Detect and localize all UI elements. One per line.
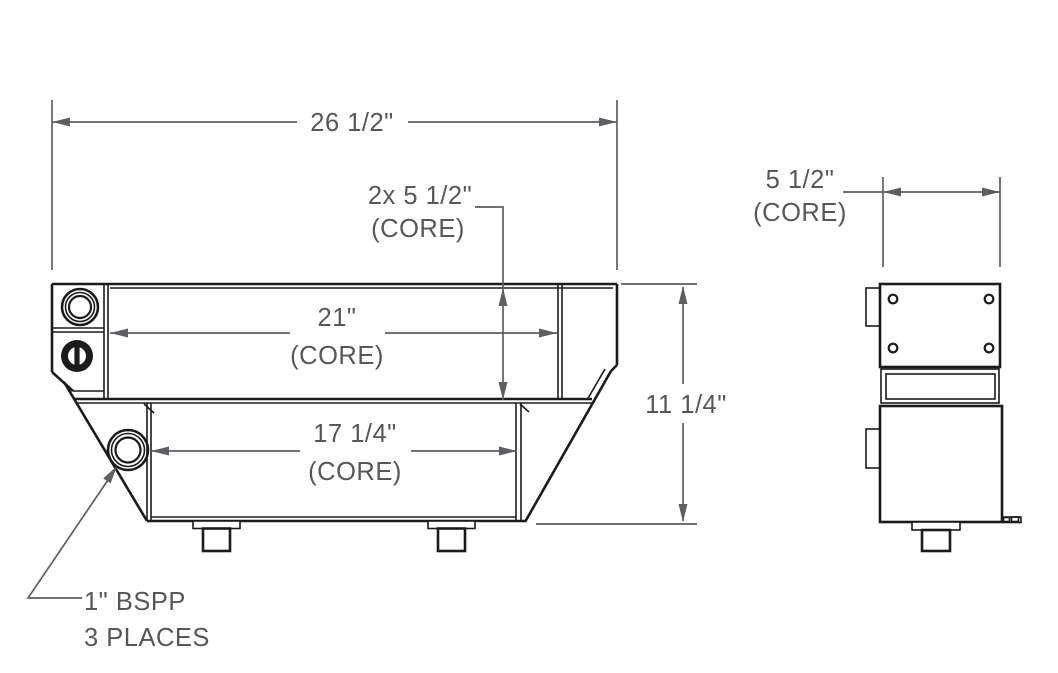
- dim-text-lower-core-width: 17 1/4": [313, 420, 396, 448]
- side-foot-block: [920, 528, 952, 553]
- arrowhead-up: [498, 288, 508, 306]
- tank-left-chamfer: [51, 371, 74, 392]
- side-top-plate: [878, 282, 1002, 369]
- arrowhead-down: [498, 382, 508, 400]
- side-view: [865, 282, 1022, 553]
- dim-text-upper-core-width: 21": [318, 304, 357, 332]
- arrowhead-right: [982, 187, 1000, 197]
- dim-lower-core-width: 17 1/4" (CORE): [151, 420, 517, 486]
- bolt-hole-3: [887, 342, 899, 354]
- bolt-hole-4: [983, 342, 995, 354]
- arrowhead-left: [883, 187, 901, 197]
- dim-text-upper-core-height: 2x 5 1/2": [368, 182, 472, 210]
- lower-port-outer-ring: [106, 428, 150, 472]
- dim-text-overall-width: 26 1/2": [310, 109, 393, 137]
- leader-line: [26, 476, 111, 599]
- tank-right-chamfer: [610, 364, 618, 372]
- callout-text-line2: 3 PLACES: [84, 624, 210, 652]
- side-lower-body: [878, 404, 1004, 524]
- lower-port-bore: [114, 436, 142, 464]
- dim-upper-core-width: 21" (CORE): [110, 304, 557, 370]
- bolt-hole-1: [887, 293, 899, 305]
- dim-text-overall-height: 11 1/4": [645, 391, 727, 419]
- callout-text-line1: 1" BSPP: [84, 588, 186, 616]
- top-port-outer-ring: [60, 287, 100, 327]
- side-core-band-inner: [885, 373, 996, 400]
- arrowhead-left: [52, 117, 70, 127]
- left-slope-plate: [62, 381, 149, 522]
- bracket-notch-1: [1002, 516, 1011, 523]
- foot2-block: [436, 527, 467, 553]
- arrowhead-up: [678, 286, 688, 304]
- lower-port-mid-ring: [110, 432, 146, 468]
- core-fold-mark-right: [519, 403, 530, 413]
- dim-text-core-depth: 5 1/2": [766, 166, 835, 194]
- lower-port: [106, 428, 150, 472]
- front-view: [50, 282, 619, 553]
- top-port-bore: [67, 294, 93, 320]
- top-port: [60, 287, 100, 327]
- arrowhead-left: [151, 446, 169, 456]
- arrowhead-left: [110, 328, 128, 338]
- side-top-tab: [865, 287, 881, 327]
- top-port-mid-ring: [64, 291, 96, 323]
- dim-upper-core-height: 2x 5 1/2" (CORE): [368, 182, 508, 400]
- dim-core-depth: 5 1/2" (CORE): [753, 166, 1001, 267]
- side-bottom-bracket: [1001, 516, 1022, 524]
- core-fold-mark-left: [143, 403, 155, 414]
- dim-text-lower-core-width-note: (CORE): [308, 458, 402, 486]
- dimensions: 26 1/2" 2x 5 1/2" (CORE) 21" (CORE): [26, 100, 1001, 652]
- plug-slot: [74, 340, 80, 372]
- arrowhead-right: [499, 446, 517, 456]
- leader-arrowhead: [103, 466, 117, 484]
- arrowhead-down: [678, 504, 688, 522]
- arrowhead-right: [599, 117, 617, 127]
- dim-overall-width: 26 1/2": [51, 100, 618, 270]
- bracket-notch-2: [1010, 516, 1020, 523]
- dim-text-core-depth-note: (CORE): [753, 199, 847, 227]
- leader-line: [475, 206, 504, 400]
- side-lower-tab: [865, 428, 881, 469]
- right-slope-hem: [586, 368, 606, 401]
- dim-overall-height: 11 1/4": [536, 283, 727, 525]
- foot1-block: [201, 527, 232, 553]
- dim-text-upper-core-height-note: (CORE): [371, 215, 465, 243]
- slotted-plug: [61, 340, 93, 372]
- right-slope-plate: [523, 370, 613, 523]
- bolt-holes: [887, 293, 995, 354]
- bolt-hole-2: [983, 293, 995, 305]
- arrowhead-right: [539, 328, 557, 338]
- front-feet: [192, 520, 476, 553]
- port-callout: 1" BSPP 3 PLACES: [26, 466, 210, 652]
- dim-text-upper-core-width-note: (CORE): [290, 342, 384, 370]
